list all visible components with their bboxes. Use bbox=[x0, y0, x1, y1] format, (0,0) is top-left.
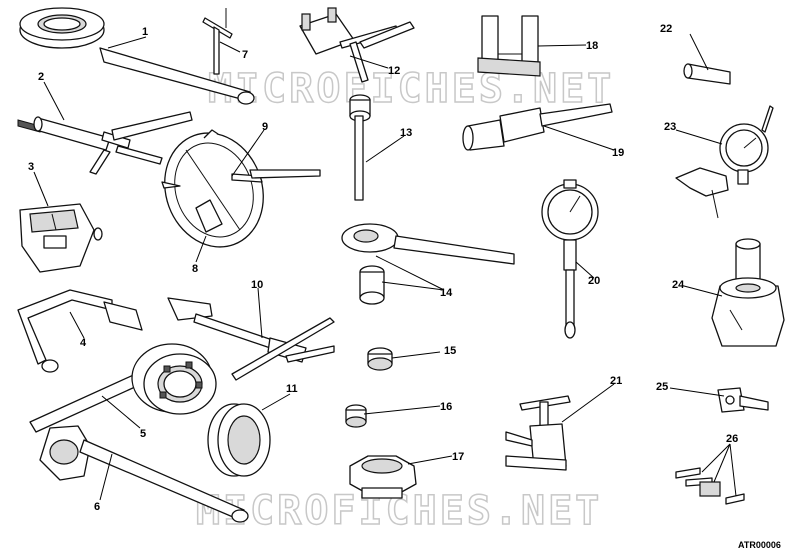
callout-11: 11 bbox=[286, 383, 298, 395]
callout-20: 20 bbox=[588, 275, 600, 287]
tool-26-pins bbox=[675, 467, 745, 505]
tool-12-puller bbox=[299, 7, 415, 83]
callout-14: 14 bbox=[440, 287, 453, 299]
callout-17: 17 bbox=[452, 451, 464, 463]
callout-4: 4 bbox=[80, 337, 87, 349]
callout-25: 25 bbox=[656, 381, 668, 393]
tool-19-drift bbox=[462, 103, 613, 151]
tool-6-hook-spanner bbox=[39, 425, 249, 523]
callout-10: 10 bbox=[251, 279, 263, 291]
tool-4-crank-bar bbox=[17, 289, 143, 373]
callout-24: 24 bbox=[672, 279, 685, 291]
callout-6: 6 bbox=[94, 501, 100, 513]
tool-5-large-spanner bbox=[29, 343, 217, 433]
tool-11-sleeve bbox=[207, 403, 271, 477]
callout-labels: 1 2 3 4 5 6 7 8 9 10 11 12 13 14 15 16 1… bbox=[28, 23, 738, 513]
leader-lines bbox=[33, 33, 737, 501]
callout-8: 8 bbox=[192, 263, 198, 275]
callout-18: 18 bbox=[586, 40, 598, 52]
watermark-top: MICROFICHES.NET bbox=[208, 66, 614, 112]
callout-26: 26 bbox=[726, 433, 738, 445]
callout-15: 15 bbox=[444, 345, 456, 357]
callout-1: 1 bbox=[142, 26, 148, 38]
callout-2: 2 bbox=[38, 71, 44, 83]
callout-16: 16 bbox=[440, 401, 452, 413]
callout-21: 21 bbox=[610, 375, 622, 387]
tool-9-degree-wheel bbox=[161, 129, 321, 248]
tool-14-hook-wrench bbox=[341, 223, 515, 305]
reference-code: ATR00006 bbox=[738, 540, 781, 550]
tool-16-bush bbox=[345, 404, 367, 428]
tool-13-rod bbox=[349, 94, 371, 201]
tool-23-dial-gauge bbox=[675, 105, 774, 219]
tool-20-bore-gauge bbox=[541, 179, 599, 339]
callout-3: 3 bbox=[28, 161, 34, 173]
callout-19: 19 bbox=[612, 147, 624, 159]
tool-2-spring-compressor bbox=[17, 111, 193, 175]
tool-22-plug bbox=[683, 63, 731, 85]
callout-22: 22 bbox=[660, 23, 672, 35]
tool-21-t-holder bbox=[505, 395, 571, 471]
tool-10-t-handle bbox=[167, 297, 335, 381]
callout-13: 13 bbox=[400, 127, 412, 139]
tool-1-ring-wrench bbox=[19, 7, 255, 105]
tool-15-cap bbox=[367, 347, 393, 371]
tool-3-meter bbox=[19, 203, 103, 273]
callout-23: 23 bbox=[664, 121, 676, 133]
callout-12: 12 bbox=[388, 65, 400, 77]
callout-7: 7 bbox=[242, 49, 248, 61]
tool-24-holder bbox=[711, 238, 785, 347]
tool-17-octagon-socket bbox=[349, 455, 417, 499]
tool-25-clamp bbox=[717, 387, 769, 413]
tool-7-pin bbox=[202, 8, 233, 75]
tool-18-fork-plate bbox=[477, 15, 541, 77]
callout-5: 5 bbox=[140, 428, 146, 440]
callout-9: 9 bbox=[262, 121, 268, 133]
